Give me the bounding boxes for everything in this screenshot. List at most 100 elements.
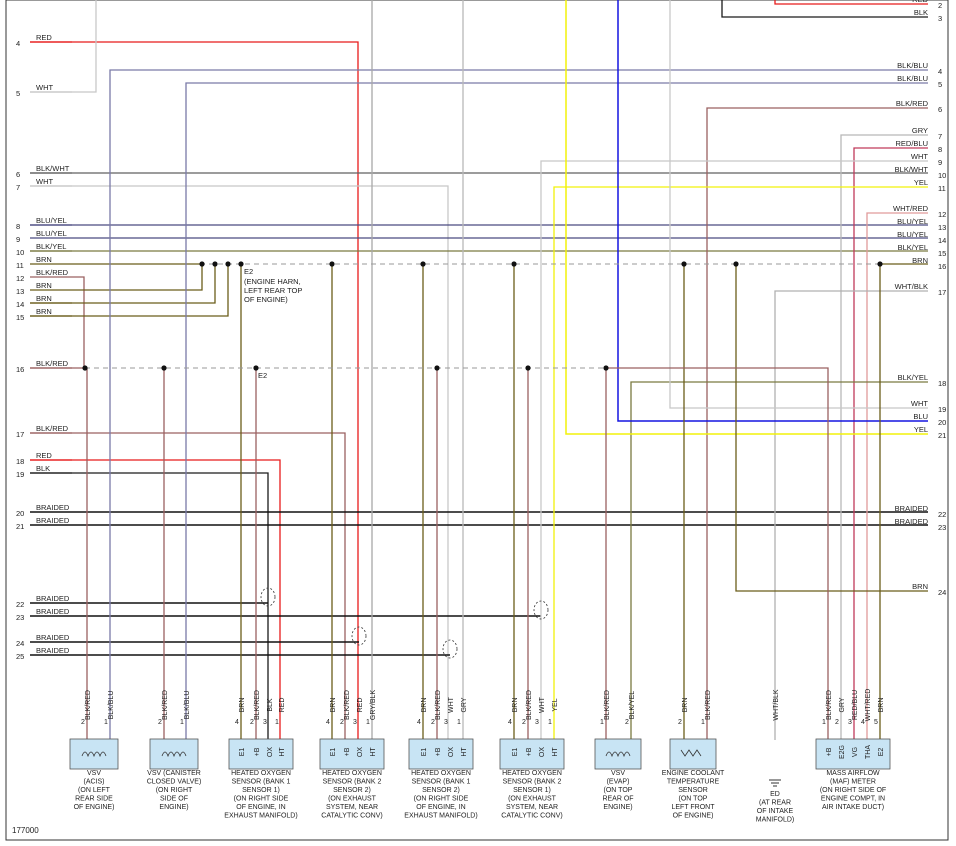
left-pin-label: BRAIDED [36,646,70,655]
left-pin-number: 6 [16,170,20,179]
component-caption-line: TEMPERATURE [667,779,720,786]
component-caption-line: ENGINE) [603,804,632,811]
pin-wire-label: BLK/RED [526,690,533,720]
pin-number: 2 [431,719,435,726]
pin-wire-label: RED/BLU [852,690,859,720]
pin-wire-label: RED [357,698,364,713]
splice-dot-upper [238,261,244,267]
pin-wire-label: BLK/YEL [629,691,636,720]
coil-icon [161,751,187,758]
right-pin-label: YEL [914,178,928,187]
right-pin-number: 13 [938,223,946,232]
wire-blkred-r6 [706,107,928,740]
pin-wire-label: BLK/RED [344,690,351,720]
shield-icon [442,639,458,659]
right-pin-number: 21 [938,431,946,440]
pin-number: 1 [822,719,826,726]
right-pin-label: WHT [911,399,928,408]
left-pin-label: BLK/YEL [36,242,66,251]
pin-function: OX [357,747,364,757]
pin-function: +B [344,747,351,756]
pin-function: E1 [239,748,246,757]
pin-function: HT [370,747,377,757]
component-caption-line: (ACIS) [84,779,105,786]
pin-wire-label: WHT [539,696,546,713]
pin-number: 1 [275,719,279,726]
pin-number: 3 [263,719,267,726]
splice-dot-upper [212,261,218,267]
right-pin-label: BLU [913,412,928,421]
wire-layer [30,0,928,740]
right-pin-label: BLK [914,8,928,17]
left-pin-number: 17 [16,430,24,439]
right-pin-11: 11 YEL [914,178,946,193]
left-pin-label: BLK/WHT [36,164,70,173]
left-pin-label: BRAIDED [36,594,70,603]
component-caption-line: OF ENGINE) [74,804,115,811]
component-caption-line: (ON EXHAUST [508,796,557,803]
left-pin-number: 7 [16,183,20,192]
component-caption-line: CLOSED VALVE) [147,779,202,786]
left-pin-label: BRAIDED [36,607,70,616]
component-caption-line: MANIFOLD) [756,817,795,824]
pin-number: 1 [104,719,108,726]
pin-function: +B [826,747,833,756]
wire-blkred-maf [606,367,829,740]
connector-body [149,738,199,770]
pin-wire-label: BRN [682,698,689,713]
splice-dot-upper [225,261,231,267]
left-pin-label: BRN [36,255,52,264]
left-pin-number: 8 [16,222,20,231]
pin-number: 1 [366,719,370,726]
connector-body [69,738,119,770]
pin-function: THA [865,745,872,759]
wire-blkblu-r4 [109,69,928,740]
left-pin-number: 16 [16,365,24,374]
left-pin-number: 24 [16,639,24,648]
component-caption-line: SENSOR 2) [333,787,371,794]
right-pin-number: 11 [938,184,946,193]
pin-number: 2 [522,719,526,726]
splice-dot-layer [82,261,883,371]
wire-wht-7 [30,185,449,740]
pin-number: 2 [625,719,629,726]
component-caption-line: ENGINE COMPT, IN [821,796,885,803]
splice-label-e2-upper: E2 [244,267,253,276]
component-caption-line: AIR INTAKE DUCT) [822,804,884,811]
component-caption-line: OF ENGINE) [673,813,714,820]
right-pin-number: 23 [938,523,946,532]
left-pin-number: 19 [16,470,24,479]
right-pin-label: GRY [912,126,928,135]
right-pin-number: 24 [938,588,946,597]
wire-wht-5 [30,0,97,93]
pin-number: 2 [340,719,344,726]
component-caption-line: SIDE OF [160,796,188,803]
pin-wire-label: WHT/BLK [773,689,780,720]
right-pin-number: 9 [938,158,942,167]
wire-whtred-r12 [866,212,928,740]
connector-body [499,738,565,770]
shield-icon [260,587,276,607]
pin-function: HT [279,747,286,757]
right-pin-label: BLK/YEL [898,373,928,382]
component-caption-line: ENGINE) [159,804,188,811]
right-pin-label: BRAIDED [895,504,929,513]
component-caption-line: (ON EXHAUST [328,796,377,803]
right-pin-number: 3 [938,14,942,23]
